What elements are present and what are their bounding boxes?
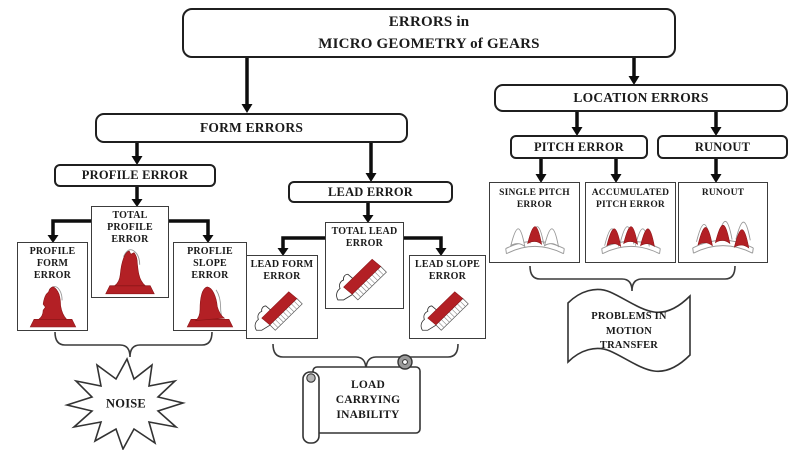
arrow-runout-to-runout-card [710, 158, 722, 183]
profile-slope-error-card: PROFLIE SLOPE ERROR [173, 242, 247, 331]
arrow-pitch-to-accumulated [610, 158, 622, 183]
runout-label: RUNOUT [694, 139, 751, 154]
problems-in-motion-transfer-label: PROBLEMS IN MOTION TRANSFER [591, 310, 667, 352]
lead-form-error-tooth-illustration [254, 291, 303, 332]
lead-form-error-label: LEAD FORM ERROR [250, 259, 314, 283]
profile-error-box: PROFILE ERROR [54, 164, 216, 187]
total-lead-error-label: TOTAL LEAD ERROR [331, 226, 398, 250]
load-carrying-inability-label: LOAD CARRYING INABILITY [335, 379, 401, 422]
profile-error-label: PROFILE ERROR [81, 168, 189, 182]
profile-form-error-tooth-illustration [29, 285, 76, 327]
runout-box: RUNOUT [657, 135, 788, 159]
runout-card-label: RUNOUT [701, 188, 745, 198]
pitch-error-box: PITCH ERROR [510, 135, 648, 159]
pitch-error-label: PITCH ERROR [533, 139, 625, 154]
lead-error-label: LEAD ERROR [328, 184, 413, 199]
runout-card: RUNOUT [678, 182, 768, 263]
accumulated-pitch-error-illustration [600, 225, 661, 254]
arrow-form-to-lead [365, 142, 377, 182]
arrow-total-profile-to-profile-form [47, 219, 91, 243]
root-errors-box: ERRORS in MICRO GEOMETRY of GEARS [182, 8, 676, 58]
lead-slope-error-label: LEAD SLOPE ERROR [414, 259, 481, 283]
arrow-total-lead-to-lead-form [277, 236, 325, 256]
lead-slope-error-card: LEAD SLOPE ERROR [409, 255, 486, 339]
pitch-group-brace [529, 265, 736, 292]
arrow-total-lead-to-lead-slope [404, 236, 447, 256]
lead-group-brace [272, 343, 459, 371]
arrow-profile-to-total-profile [131, 186, 143, 207]
accumulated-pitch-error-label: ACCUMULATED PITCH ERROR [591, 188, 670, 211]
single-pitch-error-illustration [504, 225, 565, 254]
arrow-root-to-location [628, 58, 640, 85]
accumulated-pitch-error-card: ACCUMULATED PITCH ERROR [585, 182, 676, 263]
total-profile-error-card: TOTAL PROFILE ERROR [91, 206, 169, 298]
location-errors-box: LOCATION ERRORS [494, 84, 788, 112]
form-errors-box: FORM ERRORS [95, 113, 408, 143]
profile-slope-error-label: PROFLIE SLOPE ERROR [187, 246, 233, 282]
noise-label: NOISE [106, 396, 146, 411]
arrow-location-to-runout [710, 111, 722, 136]
profile-group-brace [54, 331, 213, 358]
lead-form-error-card: LEAD FORM ERROR [246, 255, 318, 339]
total-profile-error-label: TOTAL PROFILE ERROR [107, 210, 153, 246]
form-errors-label: FORM ERRORS [199, 120, 304, 135]
arrow-total-profile-to-profile-slope [169, 219, 214, 243]
lead-error-box: LEAD ERROR [288, 181, 453, 203]
location-errors-label: LOCATION ERRORS [573, 90, 709, 105]
profile-form-error-card: PROFILE FORM ERROR [17, 242, 88, 331]
profile-form-error-label: PROFILE FORM ERROR [29, 246, 76, 282]
profile-slope-error-tooth-illustration [186, 286, 234, 327]
single-pitch-error-label: SINGLE PITCH ERROR [499, 188, 570, 211]
arrow-lead-to-total-lead [362, 202, 374, 223]
root-errors-label: ERRORS in MICRO GEOMETRY of GEARS [318, 13, 540, 53]
arrow-location-to-pitch [571, 111, 583, 136]
total-lead-error-card: TOTAL LEAD ERROR [325, 222, 404, 309]
arrow-root-to-form [241, 58, 253, 113]
arrow-pitch-to-single [535, 158, 547, 183]
single-pitch-error-card: SINGLE PITCH ERROR [489, 182, 580, 263]
arrow-form-to-profile [131, 142, 143, 165]
total-profile-error-tooth-illustration [105, 248, 155, 294]
runout-illustration [692, 220, 754, 254]
lead-slope-error-tooth-illustration [420, 291, 469, 332]
total-lead-error-tooth-illustration [335, 259, 387, 301]
